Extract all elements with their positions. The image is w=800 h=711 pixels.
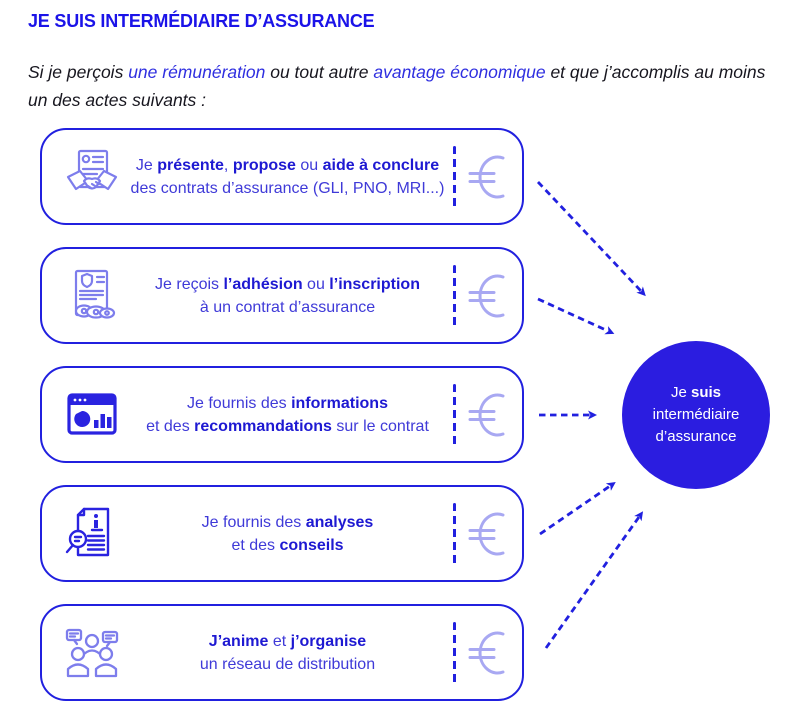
text-segment: Je reçois [155,275,224,293]
euro-icon [468,631,505,674]
text-segment: présente [157,156,224,174]
text-segment: des contrats d’assurance (GLI, PNO, MRI.… [130,179,445,197]
text-line: intermédiaire [653,404,740,426]
text-line: et des conseils [128,534,447,557]
euro-slot [458,268,522,324]
result-circle: Je suis intermédiaire d’assurance [622,341,770,489]
text-line: J’anime et j’organise [128,630,447,653]
act-icon-slot [62,386,122,444]
document-analysis-icon [65,507,110,556]
text-line: Je suis [653,382,740,404]
text-segment: Je [670,384,691,401]
text-segment: un réseau de distribution [199,655,376,673]
text-segment: d’assurance [655,428,737,445]
text-segment: sur le contrat [331,417,429,435]
dashed-divider [453,383,456,446]
text-segment: j’organise [290,632,367,650]
acts-list: Je présente, propose ou aide à conclure d… [40,128,524,701]
text-segment: à un contrat d’assurance [199,298,376,316]
act-icon-slot [62,267,122,325]
text-segment: une rémunération [128,62,266,82]
text-segment: Je [135,156,158,174]
euro-icon [468,393,505,436]
euro-icon [468,274,505,317]
euro-slot [458,387,522,443]
text-segment: conseils [279,536,344,554]
text-segment: Si je perçois [28,62,129,82]
euro-icon [468,512,505,555]
text-line: Je fournis des analyses [128,511,447,534]
text-segment: aide à conclure [322,156,440,174]
text-line: un réseau de distribution [128,653,447,676]
arrow-box2-to-circle [537,297,615,335]
text-line: Je reçois l’adhésion ou l’inscription [128,273,447,296]
text-segment: , [223,156,233,174]
handshake-contract-icon [66,149,118,190]
dashed-divider [453,502,456,565]
text-segment: suis [691,384,722,401]
text-line: d’assurance [653,426,740,448]
text-segment: avantage économique [373,62,546,82]
text-line: Je présente, propose ou aide à conclure [128,154,447,177]
text-segment: ou [302,275,330,293]
text-segment: et des [231,536,280,554]
text-line: Je fournis des informations [128,392,447,415]
text-segment: ou [295,156,323,174]
text-segment: Je fournis des [187,394,292,412]
text-line: des contrats d’assurance (GLI, PNO, MRI.… [128,177,447,200]
act-box: Je reçois l’adhésion ou l’inscription à u… [40,247,524,344]
text-segment: J’anime [208,632,269,650]
text-segment: l’adhésion [223,275,303,293]
euro-icon [468,155,505,198]
dashboard-charts-icon [67,392,117,435]
result-circle-text: Je suis intermédiaire d’assurance [653,382,740,448]
text-segment: et [268,632,291,650]
arrow-box5-to-circle [544,511,644,649]
act-icon-slot [62,505,122,563]
text-segment: analyses [305,513,374,531]
dashed-divider [453,145,456,208]
subscription-document-icon [74,269,116,319]
text-line: à un contrat d’assurance [128,296,447,319]
act-icon-slot [62,148,122,206]
intro-text: Si je perçois une rémunération ou tout a… [28,58,780,114]
act-text: Je présente, propose ou aide à conclure d… [122,154,453,200]
dashed-divider [453,621,456,684]
text-segment: et des [146,417,195,435]
text-segment: l’inscription [329,275,420,293]
text-segment: et que j’accomplis au moins un des actes… [28,62,766,110]
euro-slot [458,506,522,562]
text-segment: Je fournis des [201,513,306,531]
network-people-icon [65,628,119,677]
text-segment: ou tout autre [265,62,374,82]
euro-slot [458,625,522,681]
text-segment: propose [232,156,296,174]
arrow-box4-to-circle [539,482,616,536]
text-segment: informations [291,394,388,412]
dashed-divider [453,264,456,327]
act-box: J’anime et j’organise un réseau de distri… [40,604,524,701]
arrow-box1-to-circle [536,181,646,297]
act-text: Je reçois l’adhésion ou l’inscription à u… [122,273,453,319]
text-segment: recommandations [194,417,332,435]
euro-slot [458,149,522,205]
page-title: JE SUIS INTERMÉDIAIRE D’ASSURANCE [28,11,375,31]
act-text: J’anime et j’organise un réseau de distri… [122,630,453,676]
act-icon-slot [62,624,122,682]
text-segment: intermédiaire [652,406,740,423]
act-box: Je présente, propose ou aide à conclure d… [40,128,524,225]
text-line: et des recommandations sur le contrat [128,415,447,438]
